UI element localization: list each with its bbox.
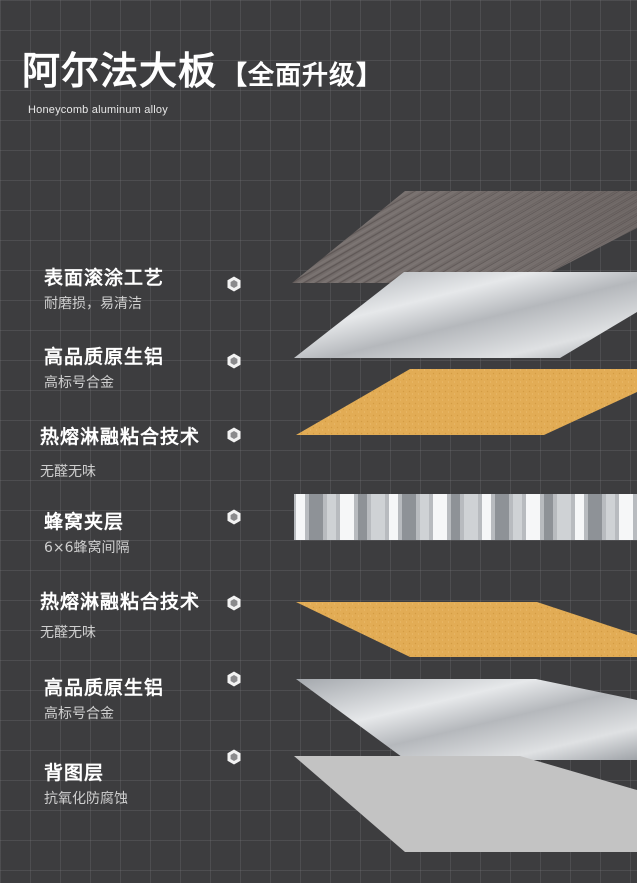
aluminum-bottom-layer	[296, 679, 637, 760]
layer-desc: 高标号合金	[44, 375, 114, 391]
hex-bullet-icon	[227, 671, 241, 687]
honeycomb-cell	[619, 494, 633, 540]
title-badge: 【全面升级】	[221, 61, 384, 91]
layer-title: 表面滚涂工艺	[44, 267, 165, 289]
honeycomb-cell	[296, 494, 305, 540]
hex-bullet-icon	[227, 595, 241, 611]
layer-label-honeycomb: 蜂窝夹层 6×6蜂窝间隔	[44, 507, 130, 557]
aluminum-top-layer	[294, 272, 637, 358]
honeycomb-cell	[482, 494, 491, 540]
layer-desc: 无醛无味	[40, 464, 96, 480]
honeycomb-cell	[606, 494, 615, 540]
layer-desc: 抗氧化防腐蚀	[44, 791, 128, 807]
layer-label-back: 背图层 抗氧化防腐蚀	[44, 758, 128, 808]
honeycomb-cell	[358, 494, 367, 540]
layer-title: 热熔淋融粘合技术	[40, 426, 201, 448]
honeycomb-cell	[544, 494, 553, 540]
honeycomb-cell	[526, 494, 540, 540]
layer-label-aluminum-top: 高品质原生铝 高标号合金	[44, 342, 164, 392]
layer-label-aluminum-bottom: 高品质原生铝 高标号合金	[44, 673, 164, 723]
honeycomb-cell	[575, 494, 584, 540]
honeycomb-cell	[420, 494, 429, 540]
layer-desc: 6×6蜂窝间隔	[44, 540, 130, 556]
layer-title: 高品质原生铝	[44, 677, 165, 699]
title-main: 阿尔法大板	[22, 49, 218, 93]
honeycomb-cell	[588, 494, 602, 540]
layer-label-surface: 表面滚涂工艺 耐磨损，易清洁	[44, 263, 164, 313]
layer-title: 高品质原生铝	[44, 346, 165, 368]
honeycomb-cell	[309, 494, 323, 540]
layer-desc: 无醛无味	[40, 625, 96, 641]
hex-bullet-icon	[227, 509, 241, 525]
hex-bullet-icon	[227, 353, 241, 369]
wood-layer	[292, 191, 637, 283]
honeycomb-cell	[557, 494, 571, 540]
hex-bullet-icon	[227, 276, 241, 292]
hex-bullet-icon	[227, 749, 241, 765]
back-coating-layer	[294, 756, 637, 852]
honeycomb-cell	[371, 494, 385, 540]
hex-bullet-icon	[227, 427, 241, 443]
layer-label-adhesive-top: 热熔淋融粘合技术 无醛无味	[40, 422, 200, 481]
layer-title: 背图层	[44, 762, 105, 784]
honeycomb-cell	[340, 494, 354, 540]
honeycomb-cell	[464, 494, 478, 540]
honeycomb-cell	[389, 494, 398, 540]
layer-title: 蜂窝夹层	[44, 511, 125, 533]
page-title: 阿尔法大板【全面升级】	[22, 40, 383, 95]
honeycomb-cell	[451, 494, 460, 540]
honeycomb-layer	[294, 494, 637, 540]
honeycomb-cell	[495, 494, 509, 540]
layer-desc: 高标号合金	[44, 706, 114, 722]
adhesive-top-layer	[296, 369, 637, 435]
subtitle: Honeycomb aluminum alloy	[28, 104, 168, 116]
honeycomb-cell	[402, 494, 416, 540]
layer-label-adhesive-bottom: 热熔淋融粘合技术 无醛无味	[40, 587, 200, 642]
honeycomb-cell	[433, 494, 447, 540]
honeycomb-cell	[327, 494, 336, 540]
adhesive-bottom-layer	[296, 602, 637, 657]
layer-title: 热熔淋融粘合技术	[40, 591, 201, 613]
honeycomb-cell	[513, 494, 522, 540]
layer-desc: 耐磨损，易清洁	[44, 296, 142, 312]
